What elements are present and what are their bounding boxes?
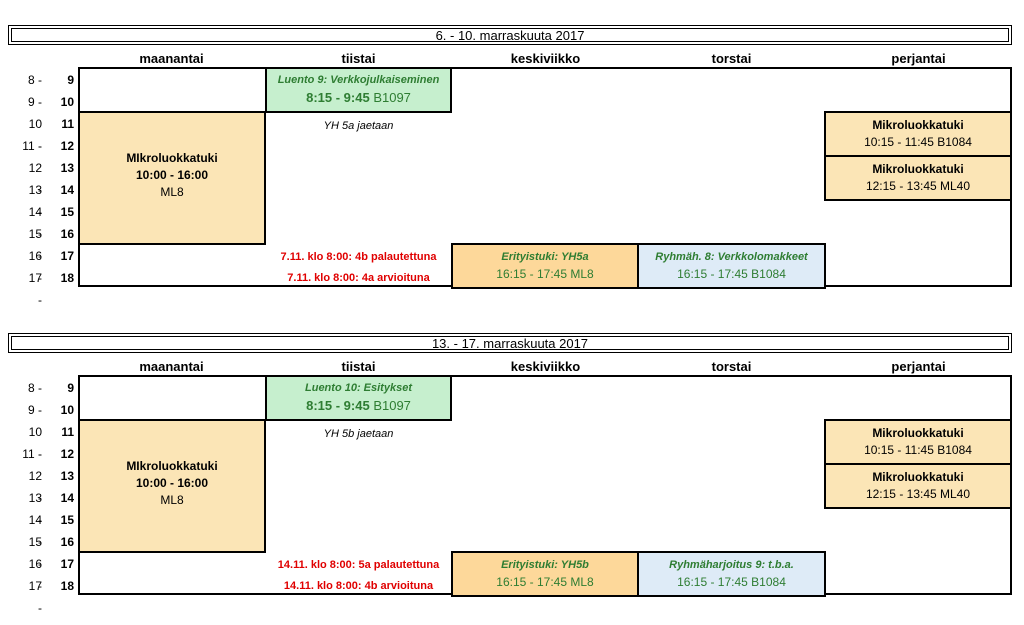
hour-row: 12 -13 bbox=[28, 469, 74, 505]
event-title: Ryhmäh. 8: Verkkolomakkeet bbox=[655, 251, 808, 263]
hour-row: 16 -17 bbox=[28, 249, 74, 285]
hour-row: 10 -11 bbox=[28, 425, 74, 461]
week-title-box: 13. - 17. marraskuuta 2017 bbox=[8, 333, 1012, 353]
hour-row: 12 -13 bbox=[28, 161, 74, 197]
day-wednesday: keskiviikko bbox=[510, 51, 581, 66]
microclass-support-monday: MIkroluokkatuki 10:00 - 16:00 ML8 bbox=[78, 111, 266, 245]
event-time: 10:00 - 16:00 bbox=[135, 168, 209, 182]
hour-row: 14 -15 bbox=[28, 513, 74, 549]
hour-row: 10 -11 bbox=[28, 117, 74, 153]
event-time: 12:15 - 13:45 ML40 bbox=[865, 179, 971, 193]
event-time: 10:15 - 11:45 B1084 bbox=[864, 135, 972, 149]
week-title: 6. - 10. marraskuuta 2017 bbox=[11, 28, 1009, 43]
deadline-review: 14.11. klo 8:00: 4b arvioituna bbox=[283, 580, 434, 592]
event-room: ML8 bbox=[160, 185, 184, 199]
hour-row: 17 -18 bbox=[28, 271, 74, 307]
event-time: 16:15 - 17:45 B1084 bbox=[677, 575, 786, 589]
week-title-box: 6. - 10. marraskuuta 2017 bbox=[8, 25, 1012, 45]
microclass-support-monday: MIkroluokkatuki 10:00 - 16:00 ML8 bbox=[78, 419, 266, 553]
day-tuesday: tiistai bbox=[341, 51, 376, 66]
day-wednesday: keskiviikko bbox=[510, 359, 581, 374]
microclass-support-friday-1: Mikroluokkatuki 10:15 - 11:45 B1084 bbox=[824, 419, 1012, 465]
event-title: Mikroluokkatuki bbox=[872, 426, 964, 440]
lecture-event: Luento 9: Verkkojulkaiseminen 8:15 - 9:4… bbox=[265, 67, 452, 113]
day-friday: perjantai bbox=[891, 359, 946, 374]
day-thursday: torstai bbox=[711, 51, 752, 66]
event-time: 12:15 - 13:45 ML40 bbox=[865, 487, 971, 501]
event-room: ML8 bbox=[160, 493, 184, 507]
deadline-return: 7.11. klo 8:00: 4b palautettuna bbox=[280, 251, 437, 263]
event-title: Mikroluokkatuki bbox=[872, 470, 964, 484]
lecture-room: B1097 bbox=[373, 90, 411, 105]
event-title: MIkroluokkatuki bbox=[126, 151, 218, 165]
lecture-time: 8:15 - 9:45 bbox=[306, 90, 370, 105]
event-title: Ryhmäharjoitus 9: t.b.a. bbox=[669, 559, 794, 571]
lecture-room: B1097 bbox=[373, 398, 411, 413]
hour-row: 13 -14 bbox=[28, 491, 74, 527]
hour-row: 15 -16 bbox=[28, 535, 74, 571]
hour-row: 14 -15 bbox=[28, 205, 74, 241]
lecture-event: Luento 10: Esitykset 8:15 - 9:45 B1097 bbox=[265, 375, 452, 421]
event-time: 16:15 - 17:45 ML8 bbox=[496, 575, 594, 589]
lecture-time: 8:15 - 9:45 bbox=[306, 398, 370, 413]
week-title: 13. - 17. marraskuuta 2017 bbox=[11, 336, 1009, 351]
hour-row: 8 -9 bbox=[27, 381, 74, 395]
event-time: 16:15 - 17:45 B1084 bbox=[677, 267, 786, 281]
group-exercise-event: Ryhmäharjoitus 9: t.b.a. 16:15 - 17:45 B… bbox=[637, 551, 826, 597]
tuesday-note: YH 5b jaetaan bbox=[323, 428, 394, 440]
deadline-return: 14.11. klo 8:00: 5a palautettuna bbox=[277, 559, 440, 571]
hour-row: 17 -18 bbox=[28, 579, 74, 615]
day-friday: perjantai bbox=[891, 51, 946, 66]
hour-row: 15 -16 bbox=[28, 227, 74, 263]
special-support-event: Erityistuki: YH5b 16:15 - 17:45 ML8 bbox=[451, 551, 639, 597]
hour-row: 8 -9 bbox=[27, 73, 74, 87]
microclass-support-friday-2: Mikroluokkatuki 12:15 - 13:45 ML40 bbox=[824, 155, 1012, 201]
hour-row: 9 -10 bbox=[27, 95, 74, 109]
day-monday: maanantai bbox=[139, 51, 204, 66]
lecture-title: Luento 9: Verkkojulkaiseminen bbox=[277, 74, 440, 86]
hour-row: 16 -17 bbox=[28, 557, 74, 593]
microclass-support-friday-2: Mikroluokkatuki 12:15 - 13:45 ML40 bbox=[824, 463, 1012, 509]
lecture-title: Luento 10: Esitykset bbox=[305, 382, 412, 394]
event-time: 16:15 - 17:45 ML8 bbox=[496, 267, 594, 281]
tuesday-note: YH 5a jaetaan bbox=[323, 120, 394, 132]
hour-row: 9 -10 bbox=[27, 403, 74, 417]
hour-row: 11 -12 bbox=[22, 447, 74, 461]
microclass-support-friday-1: Mikroluokkatuki 10:15 - 11:45 B1084 bbox=[824, 111, 1012, 157]
group-exercise-event: Ryhmäh. 8: Verkkolomakkeet 16:15 - 17:45… bbox=[637, 243, 826, 289]
special-support-event: Erityistuki: YH5a 16:15 - 17:45 ML8 bbox=[451, 243, 639, 289]
hour-row: 13 -14 bbox=[28, 183, 74, 219]
event-title: Erityistuki: YH5a bbox=[501, 251, 589, 263]
event-title: Mikroluokkatuki bbox=[872, 162, 964, 176]
hour-row: 11 -12 bbox=[22, 139, 74, 153]
event-title: MIkroluokkatuki bbox=[126, 459, 218, 473]
event-title: Mikroluokkatuki bbox=[872, 118, 964, 132]
event-time: 10:15 - 11:45 B1084 bbox=[864, 443, 972, 457]
event-title: Erityistuki: YH5b bbox=[501, 559, 589, 571]
deadline-review: 7.11. klo 8:00: 4a arvioituna bbox=[287, 272, 430, 284]
day-thursday: torstai bbox=[711, 359, 752, 374]
day-tuesday: tiistai bbox=[341, 359, 376, 374]
event-time: 10:00 - 16:00 bbox=[135, 476, 209, 490]
day-monday: maanantai bbox=[139, 359, 204, 374]
